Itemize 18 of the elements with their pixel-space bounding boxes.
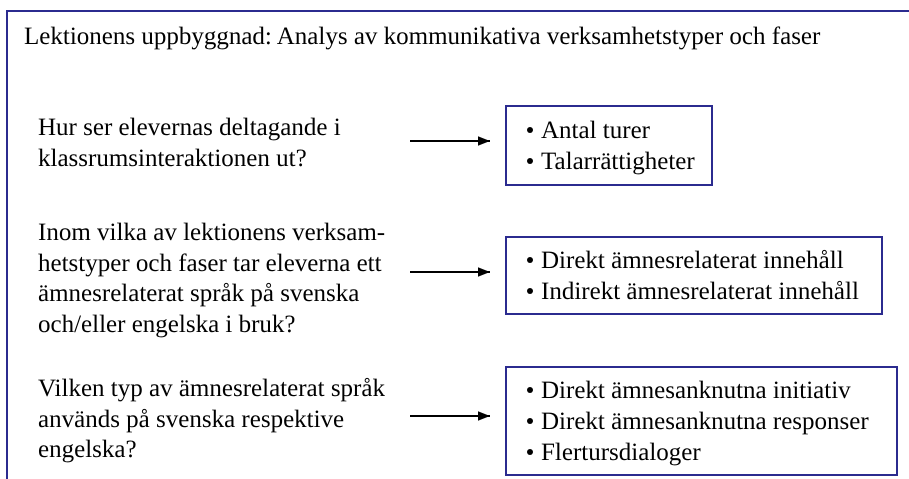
- bullet-item: Direkt ämnesrelaterat innehåll: [541, 246, 844, 276]
- result-box: [505, 236, 883, 315]
- question-text: Inom vilka av lektionens verksam- hetstyper och faser tar eleverna ett ämnesrelaterat språk på svenska och/eller engelska i bruk?: [38, 218, 412, 340]
- result-box: [505, 366, 898, 476]
- frame-title: Lektionens uppbyggnad: Analys av kommunikativa verksamhetstyper och faser: [24, 22, 820, 52]
- arrow: [410, 267, 490, 277]
- bullet-item: Direkt ämnesanknutna responser: [541, 406, 869, 436]
- bullet-item: Talarrättigheter: [541, 146, 695, 176]
- question-text: Vilken typ av ämnesrelaterat språk används på svenska respektive engelska?: [38, 374, 412, 466]
- slide-frame: [6, 10, 909, 479]
- result-box: [505, 105, 713, 186]
- bullet-item: Flertursdialoger: [541, 438, 701, 468]
- bullet-item: Direkt ämnesanknutna initiativ: [541, 376, 851, 406]
- bullet-item: Antal turer: [541, 116, 650, 146]
- arrow: [410, 136, 490, 146]
- arrow: [410, 411, 490, 421]
- bullet-item: Indirekt ämnesrelaterat innehåll: [541, 276, 859, 306]
- question-text: Hur ser elevernas deltagande i klassrumsinteraktionen ut?: [38, 113, 412, 174]
